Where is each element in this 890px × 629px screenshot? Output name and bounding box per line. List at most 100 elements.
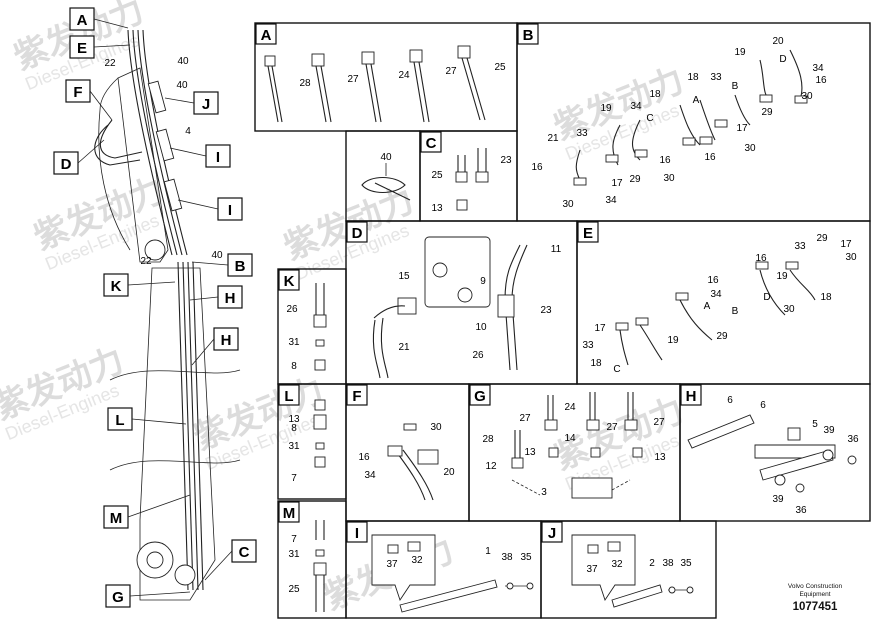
boom-arm-overview — [94, 29, 241, 601]
callout-number: 31 — [288, 549, 300, 560]
callout-number: 36 — [847, 434, 859, 445]
tag-B: B — [235, 258, 246, 275]
callout-number: 26 — [472, 350, 484, 361]
footer-line-1: Volvo Construction — [787, 583, 843, 590]
callout-number: 30 — [663, 173, 675, 184]
callout-number: 7 — [291, 473, 297, 484]
tag-H: H — [225, 290, 236, 307]
footer-line-2: Equipment — [799, 591, 831, 598]
callout-number: 13 — [524, 447, 536, 458]
tag-K: K — [111, 278, 122, 295]
tag-J: J — [202, 96, 210, 113]
panel-D: D 11 15 9 23 10 21 26 — [345, 220, 578, 385]
tag-M: M — [110, 510, 123, 527]
callout-number: 29 — [816, 233, 828, 244]
callout-number: D — [763, 292, 770, 303]
callout-number: 33 — [582, 340, 594, 351]
callout-number: 25 — [431, 170, 443, 181]
overview-number: 40 — [211, 250, 223, 261]
callout-number: 17 — [736, 123, 748, 134]
panel-M-label: M — [283, 505, 296, 522]
callout-number: 34 — [710, 289, 722, 300]
callout-number: 15 — [398, 271, 410, 282]
panel-A-label: A — [261, 27, 272, 44]
overview-number: 40 — [177, 56, 189, 67]
callout-number: 33 — [794, 241, 806, 252]
panel-K: K 26 31 8 — [277, 268, 347, 385]
panel-J-label: J — [548, 525, 556, 542]
callout-number: 33 — [576, 128, 588, 139]
panel-G-label: G — [474, 388, 486, 405]
panel-D-label: D — [352, 225, 363, 242]
callout-number: 16 — [815, 75, 827, 86]
panel-K-label: K — [284, 273, 295, 290]
callout-number: 17 — [611, 178, 623, 189]
callout-number: C — [613, 364, 620, 375]
callout-number: 1 — [485, 546, 491, 557]
tag-H: H — [221, 332, 232, 349]
callout-number: 19 — [776, 271, 788, 282]
tag-G: G — [112, 589, 124, 606]
callout-number: 31 — [288, 337, 300, 348]
callout-number: 27 — [653, 417, 665, 428]
callout-number: 20 — [772, 36, 784, 47]
callout-number: 23 — [500, 155, 512, 166]
callout-number: 20 — [443, 467, 455, 478]
callout-number: 31 — [288, 441, 300, 452]
callout-number: 19 — [667, 335, 679, 346]
tag-C: C — [239, 544, 250, 561]
callout-number: 25 — [288, 584, 300, 595]
callout-number: 5 — [812, 419, 818, 430]
callout-number: 17 — [840, 239, 852, 250]
callout-number: 24 — [398, 70, 410, 81]
callout-number: 26 — [286, 304, 298, 315]
callout-number: 30 — [562, 199, 574, 210]
tag-A: A — [77, 12, 88, 29]
panel-A: A 28 27 24 27 25 — [254, 22, 518, 132]
tag-I: I — [216, 149, 220, 166]
callout-number: 12 — [485, 461, 497, 472]
callout-number: 34 — [812, 63, 824, 74]
callout-number: 19 — [734, 47, 746, 58]
callout-number: 40 — [380, 152, 392, 163]
callout-number: 21 — [398, 342, 410, 353]
callout-number: 32 — [411, 555, 423, 566]
panel-C-label: C — [426, 135, 437, 152]
tag-E: E — [77, 40, 87, 57]
callout-number: 16 — [707, 275, 719, 286]
manufacturer-footer: Volvo Construction Equipment 1077451 — [780, 583, 850, 613]
panel-J: J 37 32 2 38 35 — [540, 520, 717, 619]
callout-number: 6 — [727, 395, 733, 406]
panel-H-label: H — [686, 388, 697, 405]
callout-number: 16 — [531, 162, 543, 173]
callout-number: 13 — [654, 452, 666, 463]
callout-number: 24 — [564, 402, 576, 413]
callout-number: 16 — [755, 253, 767, 264]
callout-number: 30 — [845, 252, 857, 263]
callout-number: 6 — [760, 400, 766, 411]
callout-number: C — [646, 113, 653, 124]
callout-number: 18 — [687, 72, 699, 83]
overview-tags: A E F D J I I B K H H L M C G 22 40 40 4… — [53, 7, 257, 608]
panel-C: C 23 25 13 — [419, 130, 518, 222]
panel-F-label: F — [352, 388, 361, 405]
callout-number: 16 — [358, 452, 370, 463]
overview-number: 22 — [140, 256, 152, 267]
callout-number: 29 — [761, 107, 773, 118]
callout-number: 7 — [291, 534, 297, 545]
tag-I: I — [228, 202, 232, 219]
overview-number: 22 — [104, 58, 116, 69]
callout-number: 27 — [445, 66, 457, 77]
callout-number: 13 — [431, 203, 443, 214]
callout-number: 37 — [386, 559, 398, 570]
tag-L: L — [115, 412, 124, 429]
callout-number: 18 — [649, 89, 661, 100]
callout-number: 27 — [606, 422, 618, 433]
callout-number: 27 — [347, 74, 359, 85]
callout-number: B — [732, 81, 739, 92]
callout-number: 32 — [611, 559, 623, 570]
panel-E-label: E — [583, 225, 593, 242]
drawing-number: 1077451 — [792, 601, 838, 613]
